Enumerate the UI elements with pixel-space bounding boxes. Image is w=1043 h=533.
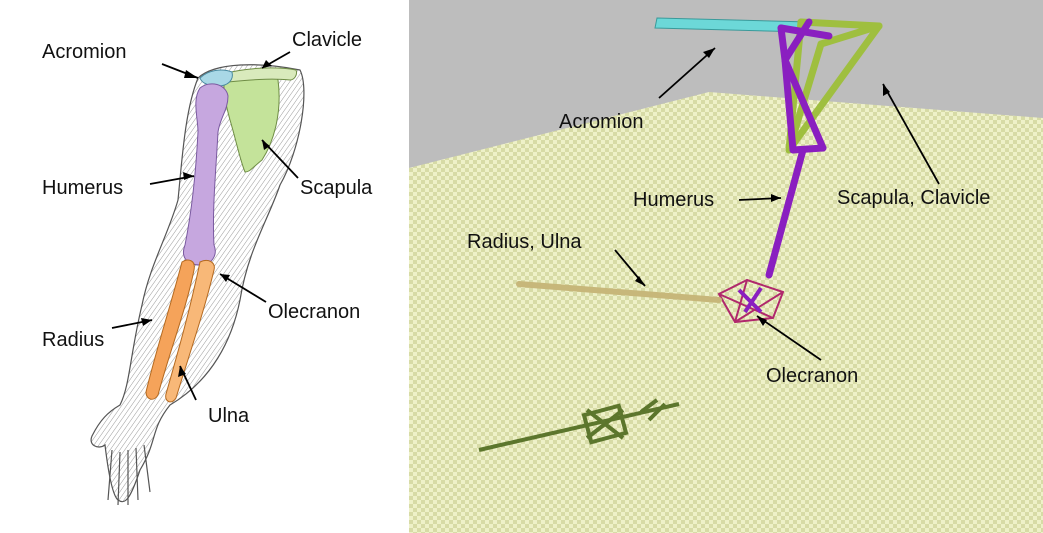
acromion-shape: [200, 70, 232, 86]
label-olecranon: Olecranon: [268, 302, 360, 322]
checkered-floor: [409, 92, 1043, 533]
label-olecranon-3d: Olecranon: [766, 366, 858, 386]
simulation-panel: Acromion Humerus Scapula, Clavicle Radiu…: [409, 0, 1043, 533]
drawing-panel: Acromion Clavicle Humerus Scapula Olecra…: [0, 0, 402, 533]
label-acromion: Acromion: [42, 42, 126, 62]
label-clavicle: Clavicle: [292, 30, 362, 50]
label-radius-ulna-3d: Radius, Ulna: [467, 232, 582, 252]
label-scapula: Scapula: [300, 178, 372, 198]
arm-drawing: [0, 0, 402, 533]
label-humerus-3d: Humerus: [633, 190, 714, 210]
label-scapula-clavicle-3d: Scapula, Clavicle: [837, 188, 990, 208]
label-radius: Radius: [42, 330, 104, 350]
label-acromion-3d: Acromion: [559, 112, 643, 132]
label-ulna: Ulna: [208, 406, 249, 426]
label-humerus: Humerus: [42, 178, 123, 198]
simulation-scene: [409, 0, 1043, 533]
